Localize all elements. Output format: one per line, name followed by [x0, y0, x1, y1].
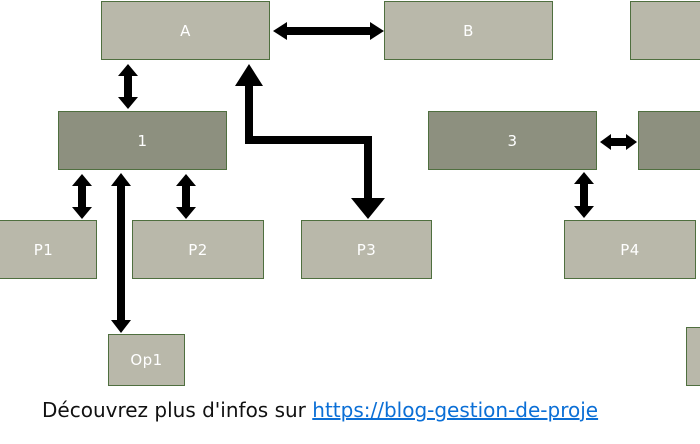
arrow-3-p4: [574, 172, 594, 218]
node-b: B: [384, 1, 553, 60]
arrow-1-p2: [176, 174, 196, 219]
node-1: 1: [58, 111, 227, 170]
arrow-p3-a: [235, 64, 385, 219]
node-b-label: B: [463, 21, 474, 40]
node-3: 3: [428, 111, 597, 170]
node-a-label: A: [180, 21, 191, 40]
arrow-a-b: [273, 22, 384, 40]
node-p1: P1: [0, 220, 97, 279]
node-p1-label: P1: [33, 240, 54, 259]
node-p2: P2: [132, 220, 264, 279]
arrow-1-p1: [72, 174, 92, 219]
node-partial-mid-right: [638, 111, 700, 170]
arrow-3-right: [600, 134, 637, 150]
node-op1-label: Op1: [130, 351, 163, 369]
node-partial-top-right: [630, 1, 700, 60]
footer-link[interactable]: https://blog-gestion-de-proje: [312, 398, 599, 422]
node-a: A: [101, 1, 270, 60]
node-1-label: 1: [137, 131, 148, 150]
node-partial-bottom-right: [686, 327, 700, 386]
footer-prefix: Découvrez plus d'infos sur: [42, 398, 306, 422]
node-p3: P3: [301, 220, 432, 279]
node-3-label: 3: [507, 131, 518, 150]
footer-text: Découvrez plus d'infos sur https://blog-…: [42, 398, 700, 422]
node-p4-label: P4: [620, 240, 640, 259]
node-p4: P4: [564, 220, 696, 279]
arrow-a-1: [118, 64, 138, 109]
arrow-1-op1: [111, 173, 131, 333]
node-op1: Op1: [108, 334, 185, 386]
node-p3-label: P3: [356, 240, 377, 259]
node-p2-label: P2: [188, 240, 208, 259]
